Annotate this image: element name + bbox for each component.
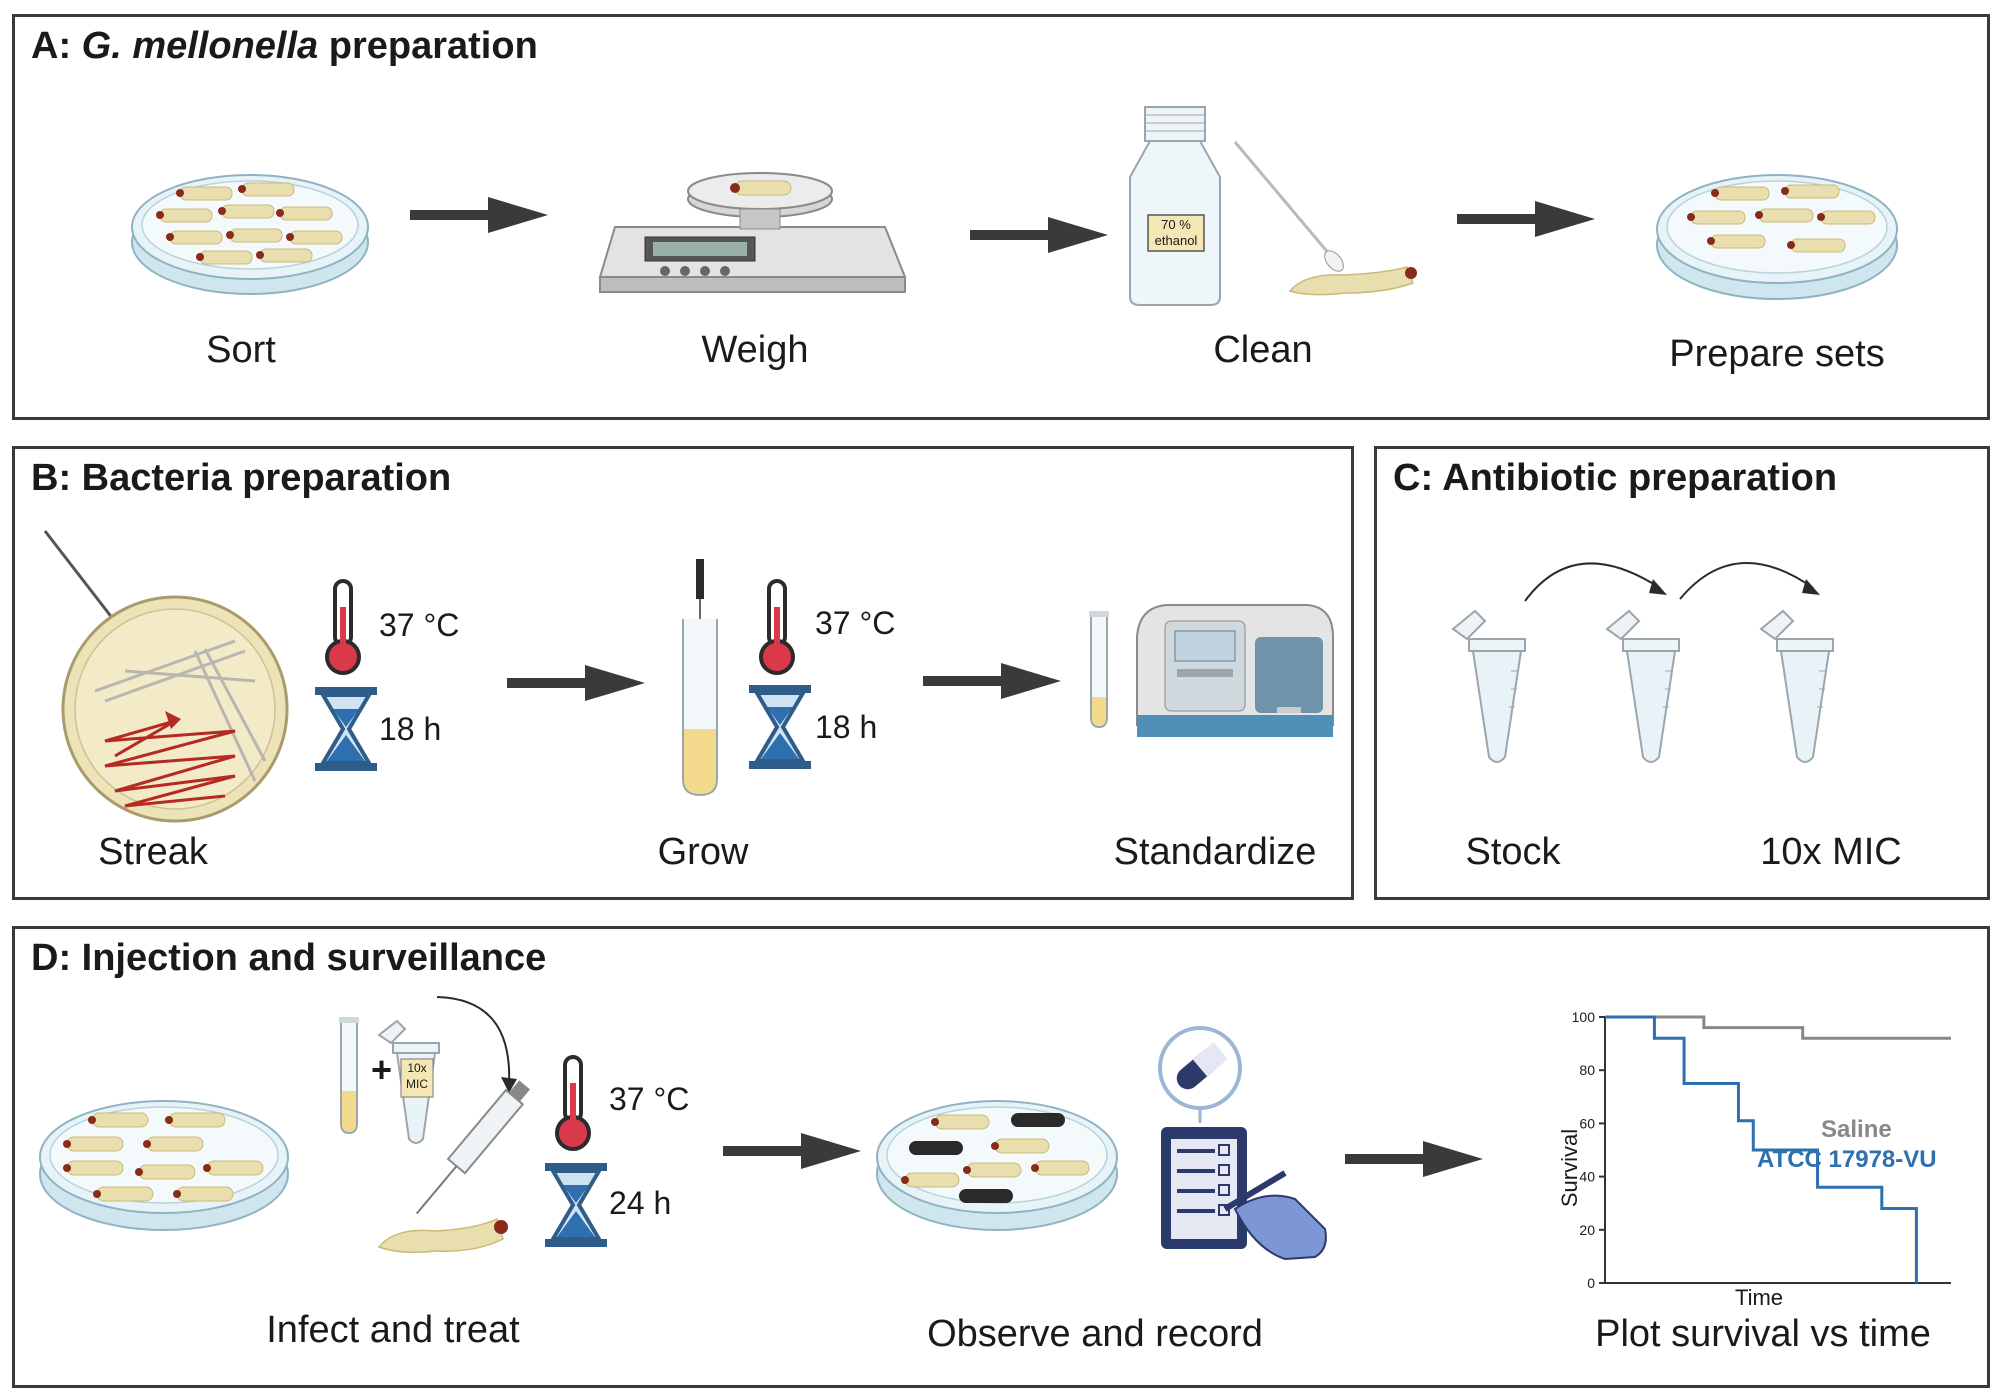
step-prepare-sets-label: Prepare sets: [1669, 333, 1885, 375]
mic-microtube-icon: [377, 1019, 440, 1144]
atcc-legend-label: ATCC 17978-VU: [1757, 1146, 1937, 1173]
stock-label: Stock: [1465, 831, 1561, 873]
spectrophotometer-icon: [1136, 604, 1334, 737]
step-clean-label: Clean: [1213, 329, 1313, 371]
panel-c-title: C: Antibiotic preparation: [1393, 457, 1838, 499]
curved-arrow-icon: [436, 996, 517, 1093]
y-tick-label: 100: [1572, 1009, 1596, 1025]
larva-icon: [377, 1217, 508, 1254]
microtube-stock-icon: [1451, 609, 1526, 763]
y-axis-label: Survival: [1557, 1129, 1582, 1207]
y-tick-label: 0: [1587, 1275, 1595, 1291]
arrow-icon: [923, 663, 1061, 699]
arrow-icon: [1345, 1141, 1483, 1177]
petri-dish-observe-icon: [876, 1100, 1118, 1231]
survival-chart: 0 20 40 60 80 100 Saline ATCC 17978-VU Surviv…: [1557, 1009, 1951, 1291]
mic-tube-label-line2: MIC: [406, 1077, 428, 1091]
duration-label: 18 h: [379, 711, 442, 747]
hourglass-icon: [315, 687, 377, 771]
streak-plate-icon: [43, 530, 289, 823]
bottle-label-line1: 70 %: [1161, 217, 1191, 232]
step-standardize-label: Standardize: [1113, 831, 1317, 873]
duration-label: 24 h: [609, 1185, 672, 1221]
step-plot-label: Plot survival vs time: [1595, 1313, 1931, 1355]
bottle-label-line2: ethanol: [1154, 233, 1198, 248]
step-weigh-label: Weigh: [701, 329, 809, 371]
temperature-label: 37 °C: [379, 607, 460, 643]
petri-dish-infect-icon: [39, 1100, 289, 1231]
hourglass-icon: [545, 1163, 607, 1247]
y-tick-label: 40: [1579, 1169, 1595, 1185]
thermometer-icon: [555, 1055, 591, 1151]
arrow-icon: [410, 197, 548, 233]
step-infect-label: Infect and treat: [266, 1309, 520, 1351]
mic-tube-label-line1: 10x: [407, 1061, 427, 1075]
hourglass-icon: [749, 685, 811, 769]
arrow-icon: [970, 217, 1108, 253]
dilution-curved-arrows-icon: [1524, 562, 1820, 602]
arrow-icon: [723, 1133, 861, 1169]
panel-a-title: A: G. mellonella preparation: [31, 25, 538, 67]
ethanol-bottle-icon: [1129, 106, 1221, 306]
y-tick-label: 80: [1579, 1062, 1595, 1078]
step-sort-label: Sort: [206, 329, 276, 371]
panel-b: B: Bacteria preparation Streak 37 °C 18 …: [12, 446, 1354, 900]
panel-d: D: Injection and surveillance + 10x MIC: [12, 926, 1990, 1388]
arrow-icon: [1457, 201, 1595, 237]
culture-tube-icon: [682, 559, 718, 797]
step-grow-label: Grow: [657, 831, 749, 873]
culture-tube-small-icon: [339, 1017, 359, 1135]
panel-b-title: B: Bacteria preparation: [31, 457, 452, 499]
saline-legend-label: Saline: [1821, 1116, 1892, 1143]
microtube-intermediate-icon: [1605, 609, 1680, 763]
step-streak-label: Streak: [98, 831, 208, 873]
panel-a: A: G. mellonella preparation Sort: [12, 14, 1990, 420]
writing-hand-icon: [1223, 1170, 1327, 1261]
duration-label: 18 h: [815, 709, 878, 745]
petri-dish-sort-icon: [131, 174, 369, 295]
step-observe-label: Observe and record: [927, 1313, 1263, 1355]
y-tick-label: 60: [1579, 1115, 1595, 1131]
thermometer-icon: [759, 579, 795, 675]
arrow-icon: [507, 665, 645, 701]
series-line-atcc-17978-vu: [1605, 1015, 1918, 1283]
x-axis-label: Time: [1734, 1285, 1784, 1310]
y-tick-label: 20: [1579, 1222, 1595, 1238]
temperature-label: 37 °C: [609, 1081, 690, 1117]
swab-icon: [1233, 141, 1344, 272]
sample-tube-icon: [1089, 611, 1109, 729]
plus-sign: +: [371, 1049, 393, 1090]
series-line-saline: [1605, 1015, 1951, 1040]
thermometer-icon: [325, 579, 361, 675]
syringe-icon: [415, 1080, 530, 1215]
petri-dish-sets-icon: [1656, 174, 1898, 300]
microtube-mic-icon: [1759, 609, 1834, 763]
clipboard-icon: [1161, 1127, 1247, 1249]
temperature-label: 37 °C: [815, 605, 896, 641]
pill-icon: [1158, 1026, 1242, 1123]
larva-icon: [1288, 266, 1417, 296]
mic-label: 10x MIC: [1760, 831, 1902, 873]
panel-d-title: D: Injection and surveillance: [31, 937, 547, 979]
balance-scale-icon: [598, 172, 907, 293]
panel-c: C: Antibiotic preparation Stock 10x MIC: [1374, 446, 1990, 900]
